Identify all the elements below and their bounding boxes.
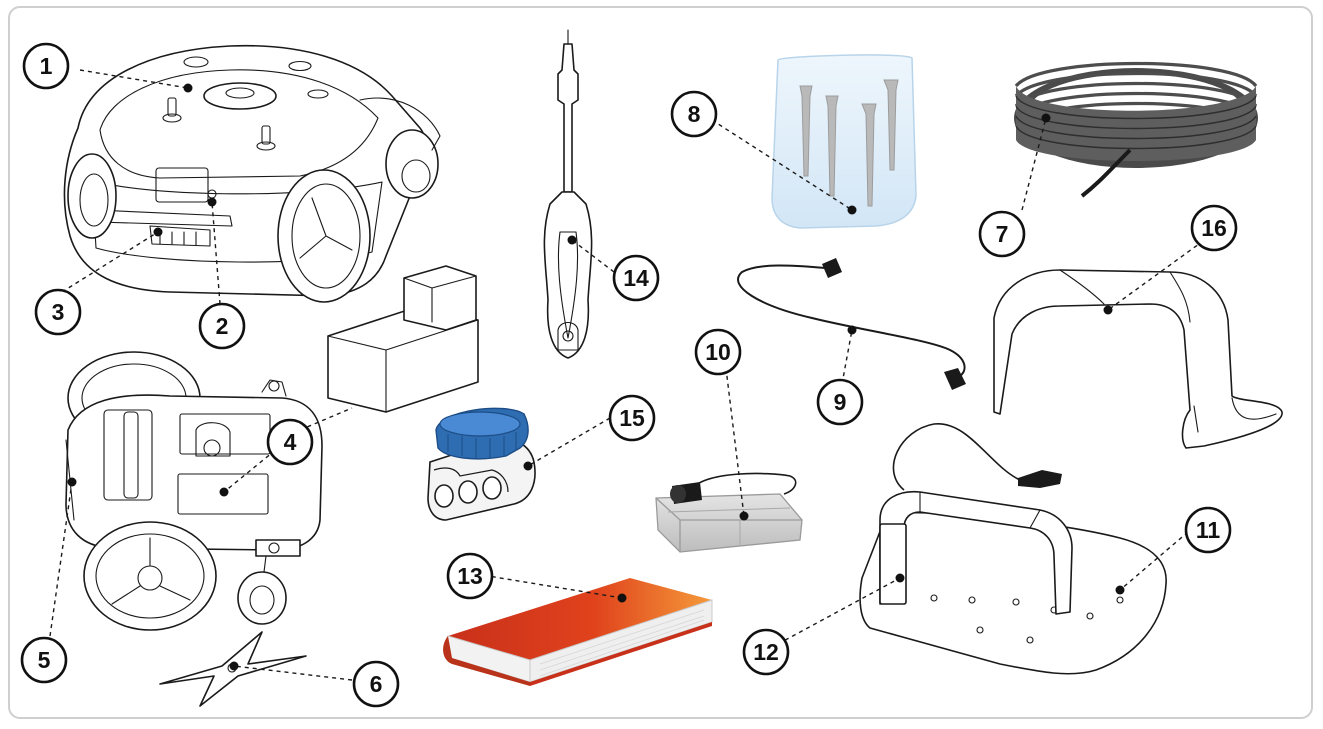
screwdriver-illustration (543, 29, 593, 359)
callout-15-label: 15 (619, 405, 645, 431)
callout-12-label: 12 (753, 639, 779, 665)
callout-16-label: 16 (1201, 215, 1227, 241)
leader-lines (49, 69, 1211, 681)
callout-7: 7 (978, 210, 1026, 258)
callout-4: 4 (266, 418, 314, 466)
callout-1: 1 (22, 42, 70, 90)
callout-3: 3 (34, 288, 82, 336)
callout-11-label: 11 (1196, 517, 1221, 543)
callout-12: 12 (742, 628, 790, 676)
callout-10: 10 (694, 328, 742, 376)
battery-pack-illustration (655, 472, 803, 553)
callout-2: 2 (198, 302, 246, 350)
manual-book-illustration (443, 578, 713, 686)
charging-base-illustration (859, 423, 1167, 675)
pegs-bag-illustration (771, 54, 917, 229)
box-illustration (327, 265, 479, 413)
callout-7-label: 7 (996, 221, 1009, 247)
callout-8: 8 (670, 90, 718, 138)
callout-11: 11 (1184, 506, 1232, 554)
callout-9: 9 (816, 378, 864, 426)
callout-1-label: 1 (40, 53, 53, 79)
callout-9-label: 9 (834, 389, 847, 415)
mower-underside-illustration (65, 351, 323, 631)
robot-mower-illustration (63, 44, 441, 303)
leader-dots (67, 83, 1125, 671)
callout-13-label: 13 (457, 563, 483, 589)
callout-4-label: 4 (284, 429, 297, 455)
callout-3-label: 3 (52, 299, 65, 325)
callout-13: 13 (446, 552, 494, 600)
callout-2-label: 2 (216, 313, 229, 339)
callout-10-label: 10 (705, 339, 731, 365)
callout-14-label: 14 (623, 265, 649, 291)
callout-6-label: 6 (370, 671, 383, 697)
callout-8-label: 8 (688, 101, 701, 127)
callout-14: 14 (612, 254, 660, 302)
wire-connector-illustration (427, 407, 536, 521)
callout-16: 16 (1190, 204, 1238, 252)
cover-illustration (993, 269, 1283, 449)
callout-6: 6 (352, 660, 400, 708)
extension-cable-illustration (737, 258, 966, 390)
callout-5: 5 (20, 636, 68, 684)
callout-5-label: 5 (38, 647, 51, 673)
callout-15: 15 (608, 394, 656, 442)
cable-reel-illustration (1014, 61, 1258, 198)
